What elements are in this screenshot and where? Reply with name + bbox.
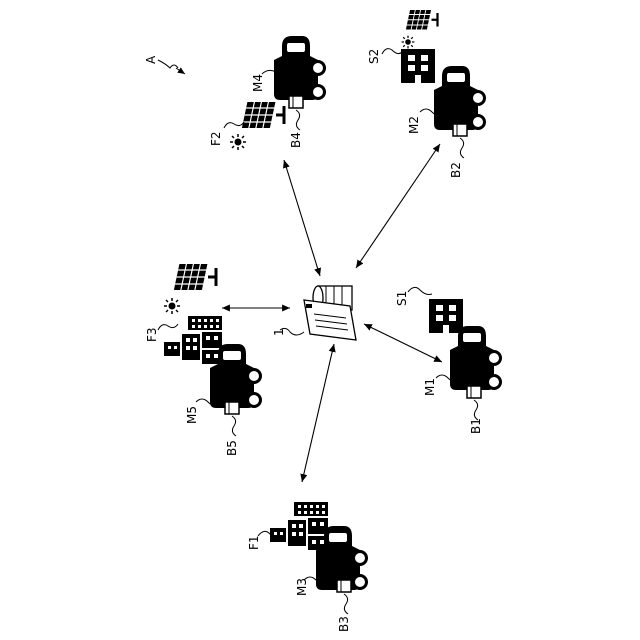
label-m3: M3 — [295, 578, 309, 596]
system-label-leader — [158, 60, 178, 68]
arrow-server-m4 — [284, 160, 320, 276]
car-icon-m4 — [274, 36, 325, 100]
leader-s2 — [382, 49, 402, 54]
system-label-arrow — [176, 68, 185, 74]
group-m2: S2 M2 B2 — [367, 10, 485, 178]
battery-icon-b4 — [289, 96, 303, 108]
leader-f2 — [224, 122, 244, 128]
car-icon-m1 — [450, 326, 501, 390]
label-b5: B5 — [225, 440, 239, 456]
leader-s1 — [408, 287, 432, 294]
city-block-icon-f1 — [270, 502, 328, 550]
solar-panel-icon-s2 — [406, 10, 438, 30]
arrow-server-m2 — [356, 144, 440, 268]
solar-panel-icon-f2 — [242, 102, 284, 128]
car-icon-m2 — [434, 66, 485, 130]
label-s1: S1 — [395, 291, 409, 306]
leader-b2 — [460, 138, 464, 158]
city-block-icon-f3 — [164, 316, 222, 364]
leader-b5 — [232, 416, 236, 436]
building-icon-s1 — [429, 299, 463, 333]
label-m1: M1 — [423, 378, 437, 396]
leader-b4 — [296, 110, 300, 130]
system-label: A — [144, 55, 158, 64]
group-m5: F3 M5 B5 — [145, 264, 261, 456]
group-m4: M4 B4 F2 — [209, 36, 325, 150]
label-m5: M5 — [185, 406, 199, 424]
label-s2: S2 — [367, 49, 381, 64]
label-f1: F1 — [247, 535, 261, 550]
battery-icon-b1 — [467, 386, 481, 398]
label-b4: B4 — [289, 132, 303, 148]
group-m3: F1 M3 B3 — [247, 502, 367, 632]
battery-icon-b2 — [453, 124, 467, 136]
leader-b3 — [344, 594, 348, 614]
label-b3: B3 — [337, 616, 351, 632]
label-b2: B2 — [449, 162, 463, 178]
leader-f3 — [158, 324, 178, 330]
label-b1: B1 — [469, 418, 483, 434]
leader-b1 — [474, 400, 478, 420]
arrow-server-m3 — [302, 344, 334, 482]
label-m4: M4 — [251, 74, 265, 92]
server-rack-icon — [304, 300, 356, 340]
label-m2: M2 — [407, 116, 421, 134]
solar-panel-icon-f3 — [174, 264, 216, 290]
battery-icon-b5 — [225, 402, 239, 414]
battery-icon-b3 — [337, 580, 351, 592]
sun-icon-f3 — [164, 298, 180, 314]
server-label: 1 — [272, 328, 286, 336]
building-icon-s2 — [401, 49, 435, 83]
label-f3: F3 — [145, 327, 159, 342]
sun-icon-f2 — [230, 134, 246, 150]
label-f2: F2 — [209, 131, 223, 146]
sun-icon-s2 — [402, 36, 415, 49]
group-m1: S1 M1 B1 — [395, 287, 501, 434]
server-node: 1 — [272, 286, 356, 340]
